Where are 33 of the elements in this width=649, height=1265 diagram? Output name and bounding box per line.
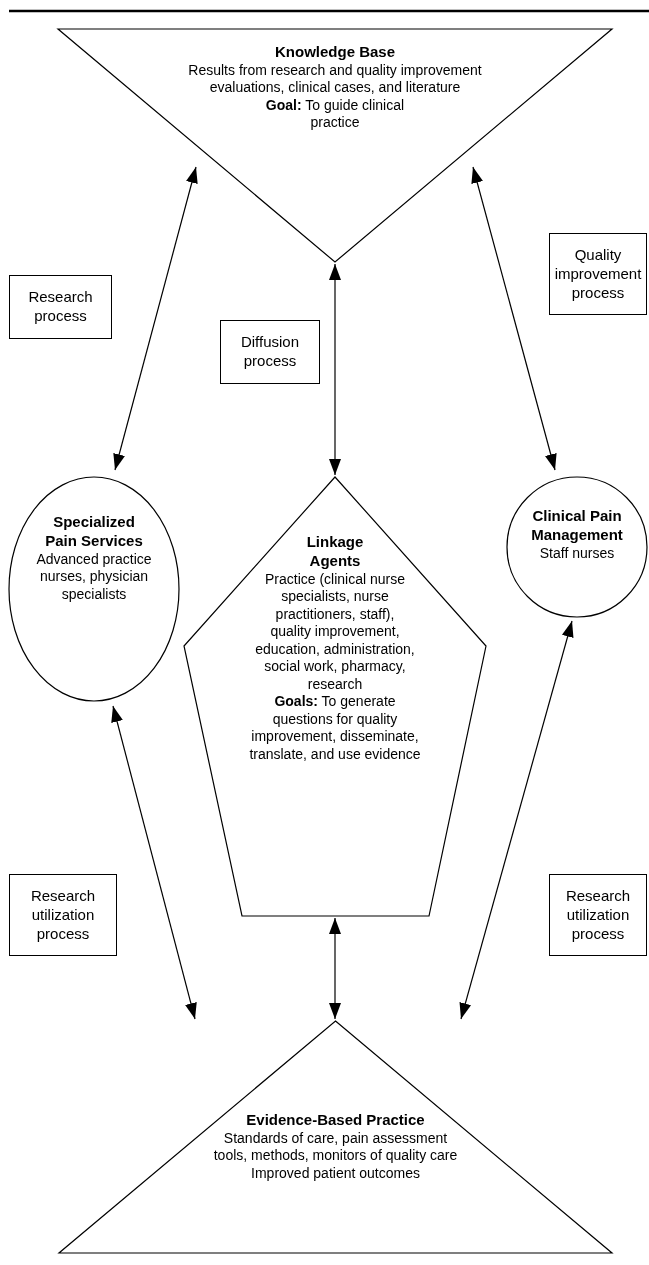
ellipse-node bbox=[507, 477, 647, 617]
process-box bbox=[9, 874, 117, 957]
node-text: Goal: To guide clinical practice bbox=[264, 96, 406, 132]
node-title: Clinical Pain Management bbox=[530, 507, 624, 545]
process-label: Diffusion process bbox=[239, 333, 301, 371]
ellipse-node bbox=[9, 477, 179, 701]
node-title: Linkage Agents bbox=[305, 533, 365, 571]
node-text: Staff nurses bbox=[539, 544, 615, 562]
node-title: Evidence-Based Practice bbox=[246, 1111, 425, 1130]
process-label: Research utilization process bbox=[564, 887, 632, 944]
node-text: Improved patient outcomes bbox=[251, 1164, 420, 1183]
double-arrow bbox=[329, 263, 341, 476]
double-arrow bbox=[113, 166, 198, 471]
node-title: Knowledge Base bbox=[275, 43, 395, 62]
double-arrow bbox=[459, 620, 574, 1020]
double-arrow bbox=[471, 166, 557, 471]
double-arrow bbox=[111, 705, 197, 1020]
process-label: Research utilization process bbox=[29, 887, 97, 944]
node-title: Specialized Pain Services bbox=[44, 513, 144, 551]
process-box bbox=[549, 874, 647, 957]
node-text: Advanced practice nurses, physician specialists bbox=[35, 550, 153, 603]
process-box bbox=[220, 320, 320, 384]
node-text: Results from research and quality improvement evaluations, clinical cases, and literature bbox=[187, 61, 483, 97]
process-label: Research process bbox=[27, 288, 94, 326]
pentagon-node bbox=[184, 477, 486, 916]
node-text: Standards of care, pain assessment tools, methods, monitors of quality care bbox=[212, 1129, 459, 1165]
double-arrow bbox=[329, 917, 341, 1020]
node-text: Practice (clinical nurse specialists, nurse practitioners, staff), quality improvement, education, administration, social work, pharmacy, research bbox=[255, 570, 415, 693]
process-box bbox=[9, 275, 112, 339]
triangle bbox=[59, 1021, 612, 1253]
process-box bbox=[549, 233, 647, 316]
node-text: Goals: To generate questions for quality improvement, disseminate, translate, and use evidence bbox=[249, 693, 421, 763]
process-label: Quality improvement process bbox=[553, 246, 643, 303]
